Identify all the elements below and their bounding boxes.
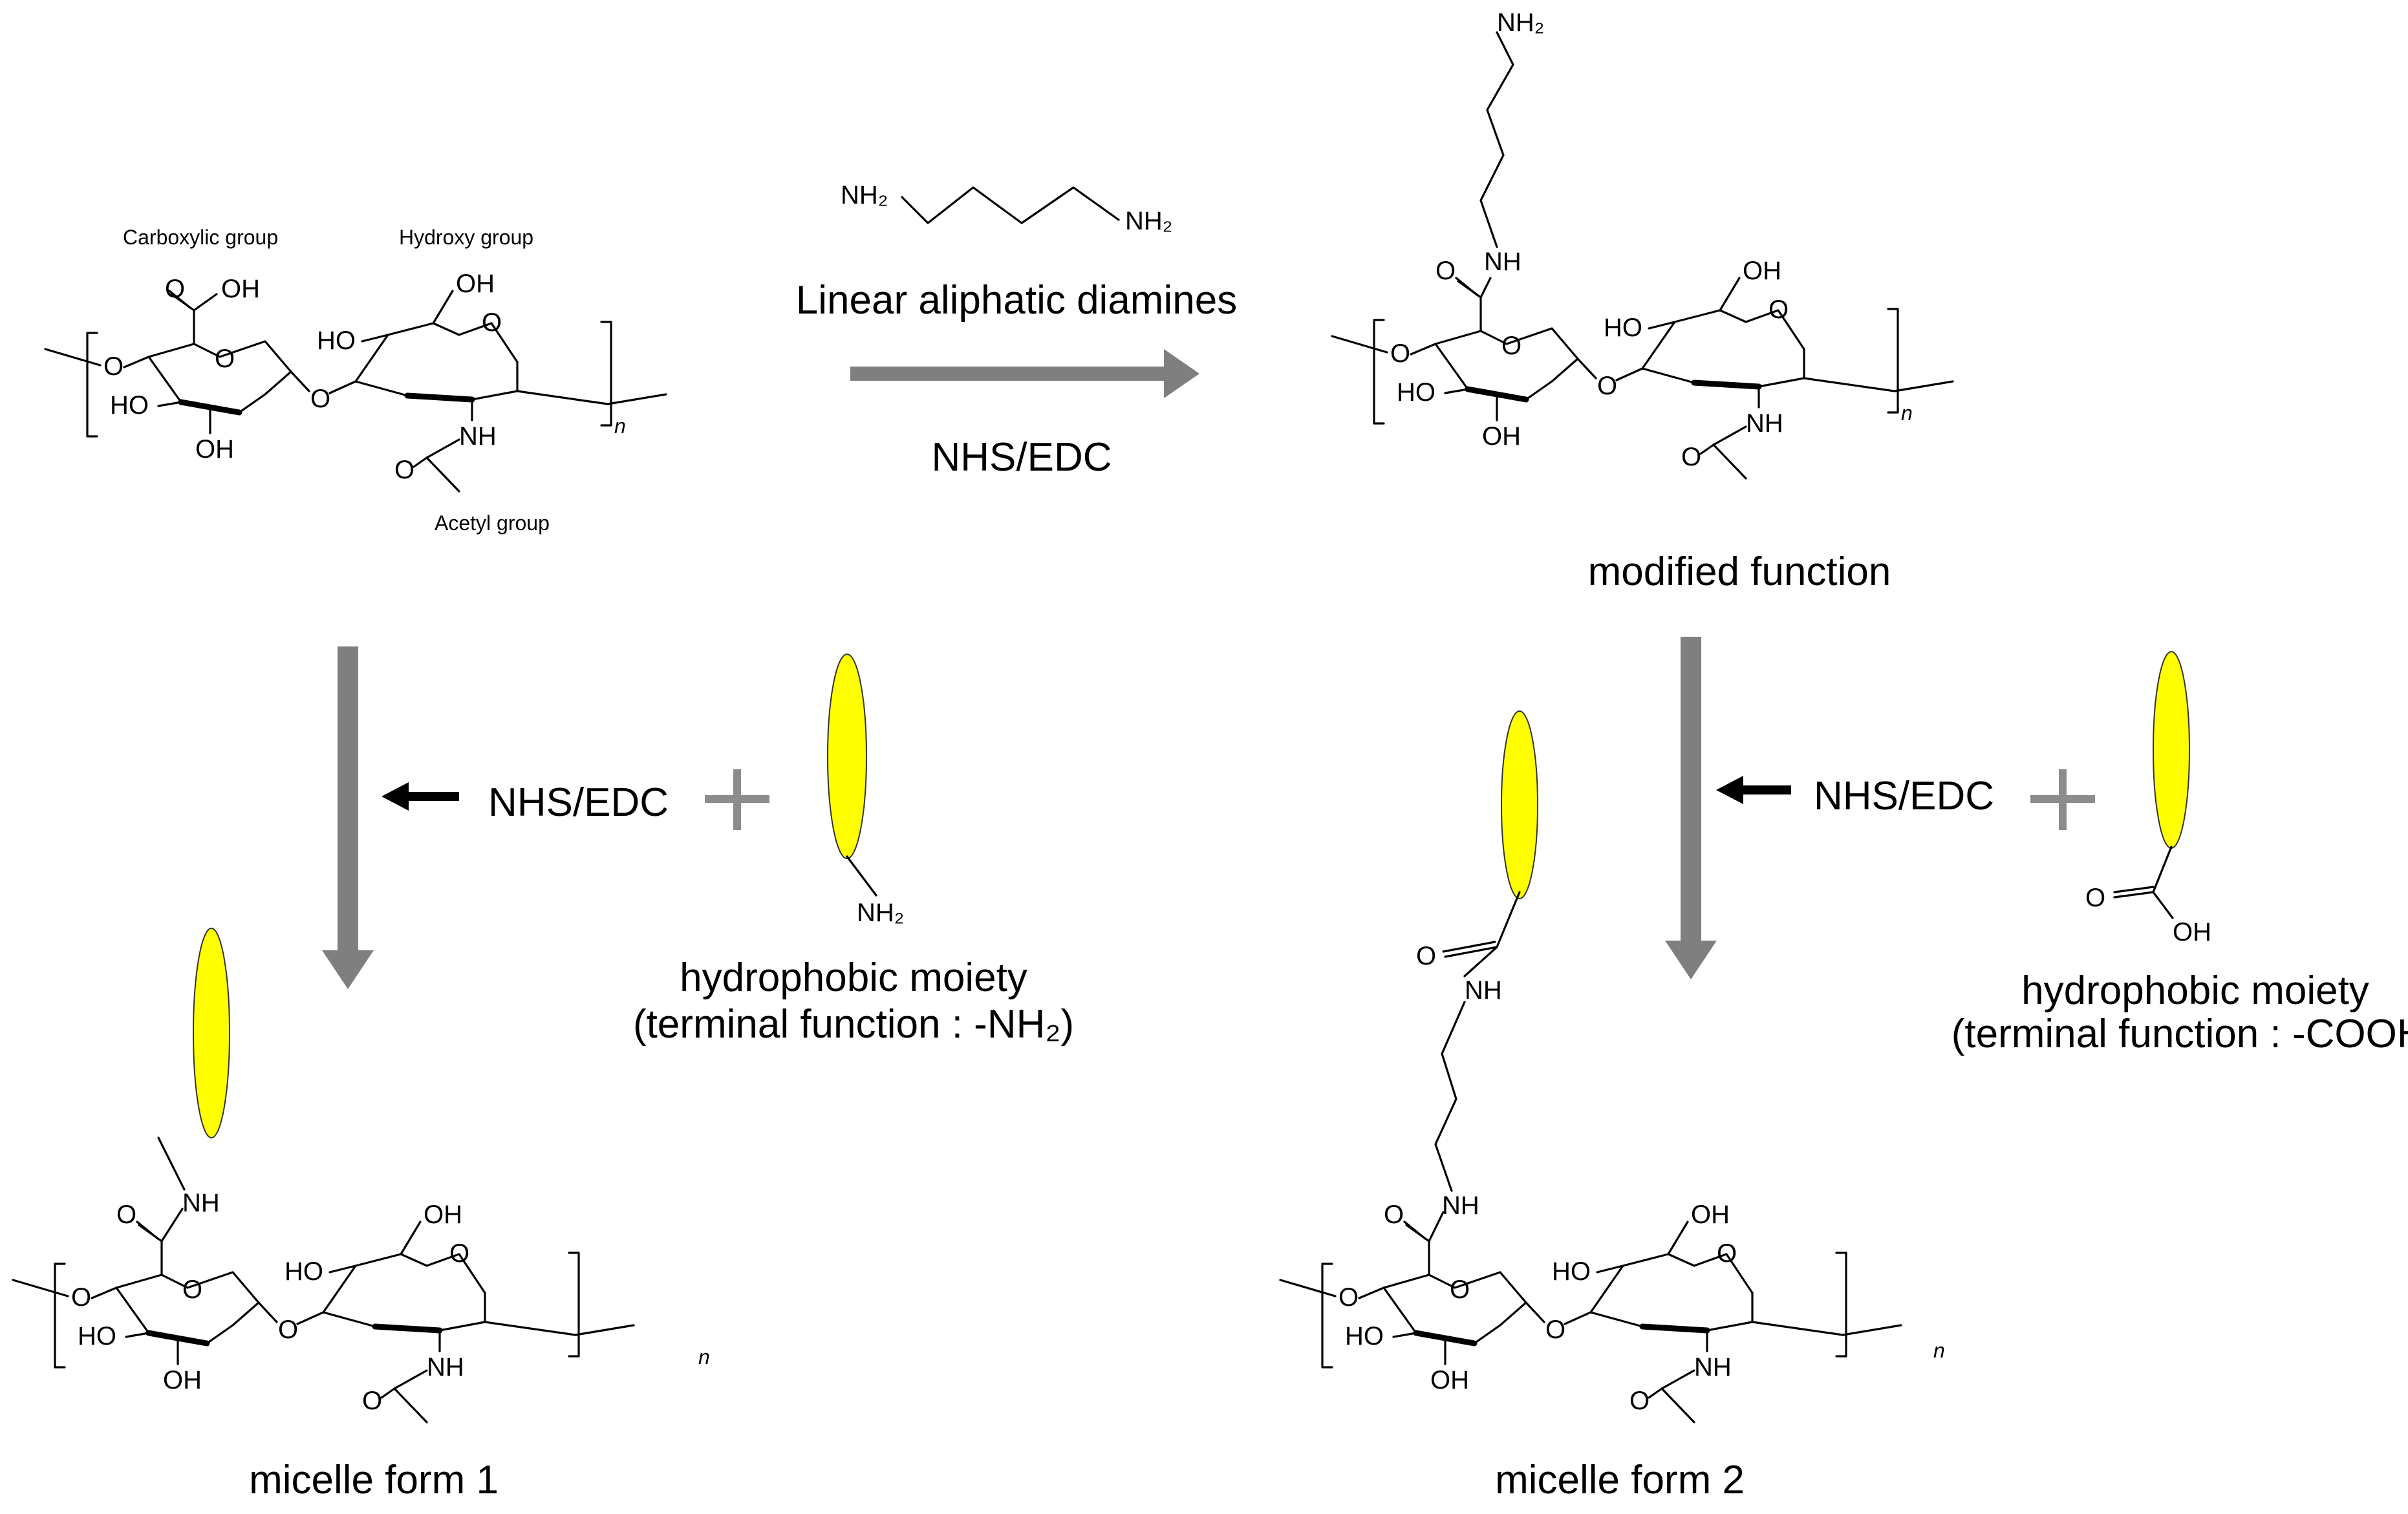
micelle2-hydrophobic-tail	[1501, 710, 1538, 899]
diamine-label: Linear aliphatic diamines	[796, 278, 1237, 323]
acid-o: O	[2085, 884, 2105, 912]
amide-nh: NH	[182, 1189, 220, 1217]
left-black-arrow	[382, 782, 459, 811]
atom-oh: OH	[221, 275, 260, 303]
amide-nh: NH	[1484, 248, 1521, 276]
modified-function-label: modified function	[1588, 549, 1891, 594]
right-down-arrow	[1665, 637, 1717, 979]
micelle-form-2-structure: O NH NH O n	[1280, 891, 1945, 1422]
hydrophobic-amine-line1: hydrophobic moiety	[680, 955, 1027, 1000]
micelle1-hydrophobic-tail	[193, 928, 230, 1138]
acetyl-group-label: Acetyl group	[435, 511, 550, 535]
repeat-n: n	[1933, 1339, 1945, 1362]
micelle-form-1-structure: O NH n	[13, 1136, 710, 1422]
top-reagent: NHS/EDC	[931, 435, 1112, 480]
micelle-form-1-label: micelle form 1	[249, 1458, 499, 1502]
hydrophobic-moiety-amine: NH₂	[827, 654, 904, 927]
carboxylic-group-label: Carboxylic group	[123, 226, 278, 249]
right-reagent: NHS/EDC	[1814, 774, 1994, 818]
terminal-nh2: NH₂	[1497, 8, 1544, 37]
repeat-n: n	[698, 1345, 710, 1369]
hyaluronic-acid-structure: O OH n	[45, 270, 666, 491]
top-reaction-arrow	[850, 349, 1199, 398]
linker-nh: NH	[1465, 976, 1502, 1005]
hydrophobic-acid-line2: (terminal function : -COOH)	[1951, 1012, 2408, 1056]
left-reagent: NHS/EDC	[488, 780, 669, 825]
moiety-nh2: NH₂	[857, 899, 904, 927]
diamine-nh2-left: NH₂	[841, 181, 888, 209]
amide-o: O	[116, 1200, 136, 1229]
amide-nh: NH	[1442, 1191, 1479, 1220]
linker-o: O	[1416, 942, 1436, 970]
repeat-n: n	[1901, 401, 1913, 425]
hydrophobic-moiety-acid: O OH	[2085, 651, 2211, 946]
repeat-n: n	[614, 414, 626, 438]
diamine-nh2-right: NH₂	[1125, 207, 1172, 235]
left-down-arrow	[322, 646, 374, 989]
amide-o: O	[1384, 1200, 1404, 1229]
hydrophobic-amine-line2: (terminal function : -NH₂)	[633, 1002, 1074, 1047]
micelle-form-2-label: micelle form 2	[1495, 1458, 1745, 1502]
hydroxy-group-label: Hydroxy group	[399, 226, 533, 249]
right-black-arrow	[1716, 776, 1791, 804]
diamine-structure: NH₂ NH₂	[841, 181, 1172, 235]
left-plus-icon	[705, 769, 769, 830]
amide-o: O	[1435, 257, 1456, 285]
modified-ha-structure: NH NH₂ O n	[1332, 8, 1953, 478]
acid-oh: OH	[2173, 918, 2211, 946]
hydrophobic-acid-line1: hydrophobic moiety	[2021, 968, 2369, 1013]
atom-o: O	[165, 275, 185, 303]
right-plus-icon	[2030, 769, 2095, 830]
